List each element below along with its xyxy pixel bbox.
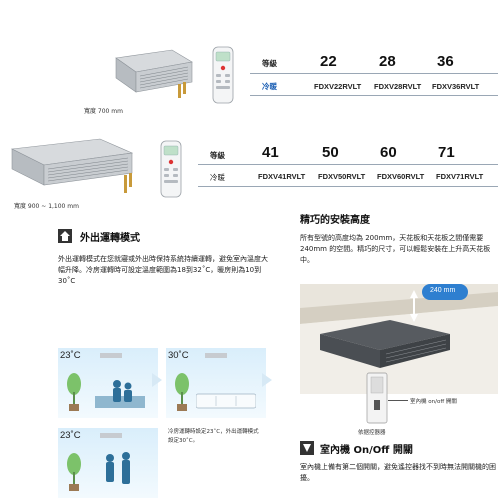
capacity-41: 41 xyxy=(262,144,279,161)
away-mode-caption: 冷房運轉時設定23˚C，外出運轉模式設定30˚C。 xyxy=(168,429,259,444)
family-silhouette-icon xyxy=(95,374,145,412)
model-60: FDXV60RVLT xyxy=(377,172,425,181)
install-height-body: 所有型號的高度均為 200mm，天花板和天花板之間僅需要 240mm 的空間。精… xyxy=(300,234,491,264)
away-mode-body: 外出運轉模式在您就寢或外出時保持系統持續運轉，避免室內溫度大幅升降。冷房運轉時可… xyxy=(58,255,268,285)
remote-controller-image-2 xyxy=(160,140,182,198)
switch-leader-line xyxy=(388,400,408,401)
away-mode-title: 外出運轉模式 xyxy=(80,233,140,244)
capacity-60: 60 xyxy=(380,144,397,161)
table2-divider xyxy=(198,164,498,165)
mode-label-1: 冷暖 xyxy=(262,82,277,91)
capacity-28: 28 xyxy=(379,53,396,70)
temp-label-return: 23˚C xyxy=(60,430,81,441)
home-away-icon xyxy=(58,228,72,243)
temp-label-away: 30˚C xyxy=(168,350,189,361)
model-36: FDXV36RVLT xyxy=(432,82,480,91)
grade-label-1: 等級 xyxy=(262,59,277,68)
ac-unit-icon-3 xyxy=(100,433,122,438)
switch-label: 室內機 on/off 開關 xyxy=(410,399,457,405)
arrow-right-icon xyxy=(152,372,162,387)
sofa-icon xyxy=(195,390,257,410)
model-71: FDXV71RVLT xyxy=(436,172,484,181)
indoor-unit-image-small xyxy=(112,48,194,100)
remote-label: 依据控器器 xyxy=(358,430,386,436)
remote-controller-image xyxy=(212,46,234,104)
plant-icon-3 xyxy=(66,452,82,492)
model-22: FDXV22RVLT xyxy=(314,82,362,91)
install-height-title: 精巧的安裝高度 xyxy=(300,215,370,226)
height-badge xyxy=(422,284,468,300)
mode-label-2: 冷暖 xyxy=(210,173,225,182)
grade-label-2: 等級 xyxy=(210,151,225,160)
ac-unit-icon-1 xyxy=(100,353,122,358)
width-label-large: 寬度 900 ~ 1,100 mm xyxy=(14,203,79,210)
indoor-unit-image-large xyxy=(6,135,136,197)
capacity-36: 36 xyxy=(437,53,454,70)
model-28: FDXV28RVLT xyxy=(374,82,422,91)
plant-icon-2 xyxy=(174,372,190,412)
capacity-50: 50 xyxy=(322,144,339,161)
width-label-small: 寬度 700 mm xyxy=(84,108,123,115)
people-silhouette-icon xyxy=(98,450,138,494)
ac-unit-icon-2 xyxy=(205,353,227,358)
model-41: FDXV41RVLT xyxy=(258,172,306,181)
plant-icon-1 xyxy=(66,372,82,412)
table1-divider xyxy=(250,73,498,74)
temp-label-occupied: 23˚C xyxy=(60,350,81,361)
ceiling-install-illustration xyxy=(300,284,498,394)
model-50: FDXV50RVLT xyxy=(318,172,366,181)
arrow-right-icon-2 xyxy=(262,372,272,387)
on-off-body: 室內機上備有第二個開關，避免遙控器找不到時無法開關機的困擾。 xyxy=(300,463,496,482)
on-off-switch-icon xyxy=(300,440,314,455)
capacity-71: 71 xyxy=(438,144,455,161)
capacity-22: 22 xyxy=(320,53,337,70)
on-off-title: 室內機 On/Off 開關 xyxy=(320,445,413,456)
table1-bottom xyxy=(250,95,498,96)
wall-switch-image xyxy=(366,372,388,424)
height-badge-text: 240 mm xyxy=(430,287,456,294)
table2-bottom xyxy=(198,186,498,187)
